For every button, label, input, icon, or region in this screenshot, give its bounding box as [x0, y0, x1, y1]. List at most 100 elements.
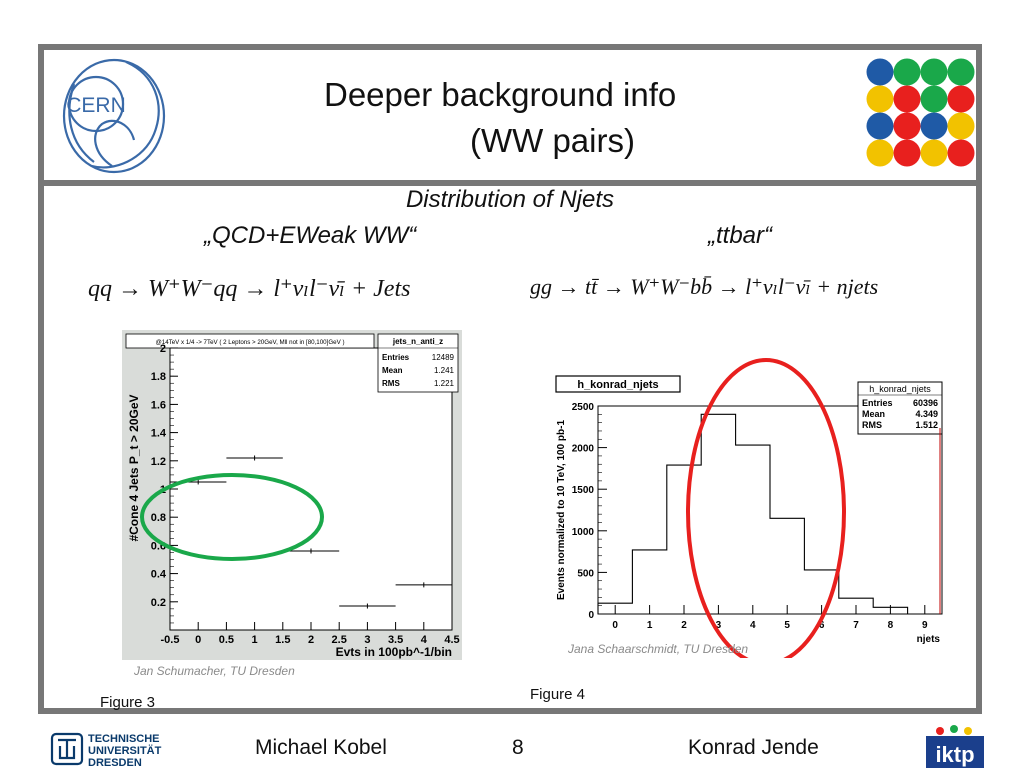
cern-logo-icon: CERN	[62, 58, 166, 174]
figure-4-label: Figure 4	[530, 686, 586, 703]
stats-label: Entries	[382, 353, 410, 362]
histo-y-tick-label: 1500	[572, 485, 595, 496]
right-plot-credit: Jana Schaarschmidt, TU Dresden	[568, 642, 749, 656]
histo-x-tick-label: 4	[750, 620, 756, 631]
x-tick-label: 2	[308, 634, 314, 646]
slide-title-line2: (WW pairs)	[470, 122, 635, 159]
tud-line2: UNIVERSITÄT	[88, 744, 162, 757]
cern-logo-text: CERN	[66, 94, 126, 117]
iktp-logo-text: iktp	[935, 742, 974, 767]
histo-step-line	[597, 413, 942, 615]
color-dot	[866, 85, 894, 113]
x-tick-label: 2.5	[332, 634, 347, 646]
histo-y-tick-label: 2500	[572, 402, 595, 413]
histo-stats-value: 1.512	[915, 420, 938, 430]
left-njets-plot: @14TeV x 1/4 -> 7TeV ( 2 Leptons > 20GeV…	[122, 330, 462, 660]
x-tick-label: 3.5	[388, 634, 403, 646]
color-dot	[947, 58, 975, 86]
plot-area	[169, 347, 453, 631]
histo-x-tick-label: 3	[716, 620, 722, 631]
stats-label: RMS	[382, 379, 400, 388]
histo-x-axis-label: njets	[917, 634, 941, 645]
histo-x-tick-label: 2	[681, 620, 687, 631]
slide-frame: CERN Deeper background info (WW pairs) D…	[38, 44, 982, 714]
left-plot-credit: Jan Schumacher, TU Dresden	[134, 664, 295, 678]
histo-x-tick-label: 8	[888, 620, 894, 631]
x-tick-label: 1.5	[275, 634, 290, 646]
color-dot	[893, 58, 921, 86]
x-tick-label: -0.5	[161, 634, 180, 646]
histo-x-tick-label: 1	[647, 620, 653, 631]
color-dot	[920, 85, 948, 113]
right-plot-title: „ttbar“	[708, 222, 773, 249]
x-tick-label: 4.5	[444, 634, 459, 646]
color-dot	[947, 85, 975, 113]
histo-y-tick-label: 1000	[572, 527, 595, 538]
color-dot	[866, 112, 894, 140]
slide-footer: TECHNISCHE UNIVERSITÄT DRESDEN Michael K…	[0, 720, 1024, 768]
histo-y-tick-label: 2000	[572, 444, 595, 455]
color-dot	[893, 85, 921, 113]
histo-stats-label: RMS	[862, 420, 882, 430]
iktp-logo-icon: iktp	[926, 725, 984, 768]
color-dot	[866, 139, 894, 167]
tu-dresden-logo-icon: TECHNISCHE UNIVERSITÄT DRESDEN	[50, 732, 162, 768]
y-tick-label: 0.2	[151, 597, 166, 609]
histo-stats-value: 4.349	[915, 409, 938, 419]
histo-x-tick-label: 5	[784, 620, 790, 631]
section-subtitle: Distribution of Njets	[405, 186, 615, 213]
left-plot-title: „QCD+EWeak WW“	[204, 222, 417, 249]
histo-y-axis-label: Events normalized to 10 TeV, 100 pb-1	[556, 420, 567, 601]
y-tick-label: 0.8	[151, 512, 166, 524]
y-tick-label: 0.4	[151, 569, 167, 581]
stats-value: 1.221	[434, 379, 455, 388]
color-dot	[947, 139, 975, 167]
color-dot	[866, 58, 894, 86]
tud-line3: DRESDEN	[88, 757, 142, 768]
title-bar: CERN Deeper background info (WW pairs)	[44, 50, 976, 186]
footer-author: Michael Kobel	[255, 736, 387, 759]
right-formula: gg → tt̄ → W⁺W⁻bb̄ → l⁺νₗl⁻ν̄ₗ + njets	[530, 274, 879, 299]
color-dot	[920, 112, 948, 140]
color-dot	[893, 112, 921, 140]
x-axis-label: Evts in 100pb^-1/bin	[336, 645, 452, 659]
histo-x-tick-label: 0	[612, 620, 618, 631]
histo-x-tick-label: 7	[853, 620, 859, 631]
plot-title-text: @14TeV x 1/4 -> 7TeV ( 2 Leptons > 20GeV…	[155, 339, 344, 346]
histo-stats-name: h_konrad_njets	[869, 384, 931, 394]
slide-title-line1: Deeper background info	[324, 76, 677, 113]
color-dot	[947, 112, 975, 140]
y-tick-label: 1.4	[151, 428, 167, 440]
y-tick-label: 1.2	[151, 456, 166, 468]
tud-line1: TECHNISCHE	[88, 733, 160, 745]
y-tick-label: 1.6	[151, 399, 166, 411]
histo-x-tick-label: 9	[922, 620, 928, 631]
color-dots-logo-icon	[866, 58, 975, 167]
histo-stats-label: Mean	[862, 409, 885, 419]
histo-title-text: h_konrad_njets	[577, 379, 658, 391]
histo-x-tick-label: 6	[819, 620, 825, 631]
y-tick-label: 1.8	[151, 371, 166, 383]
histo-stats-box	[857, 381, 943, 435]
color-dot	[893, 139, 921, 167]
stats-value: 1.241	[434, 366, 455, 375]
histo-stats-label: Entries	[862, 398, 893, 408]
plot-title-box	[125, 333, 375, 349]
color-dot	[920, 139, 948, 167]
stats-value: 12489	[432, 353, 455, 362]
stats-name: jets_n_anti_z	[392, 337, 443, 346]
x-tick-label: 4	[421, 634, 428, 646]
histo-title-box	[555, 375, 681, 393]
footer-presenter: Konrad Jende	[688, 736, 819, 759]
left-formula: qq → W⁺W⁻qq → l⁺νₗl⁻ν̄ₗ + Jets	[88, 276, 411, 302]
stats-box	[377, 333, 459, 393]
green-highlight-ellipse	[140, 473, 324, 561]
red-highlight-ellipse	[686, 358, 846, 658]
histo-y-tick-label: 500	[577, 568, 594, 579]
x-tick-label: 1	[252, 634, 258, 646]
histo-stats-value: 60396	[913, 398, 938, 408]
histo-y-tick-label: 0	[588, 610, 594, 621]
x-tick-label: 3	[364, 634, 370, 646]
y-axis-label: #Cone 4 Jets P_t > 20GeV	[127, 394, 141, 541]
